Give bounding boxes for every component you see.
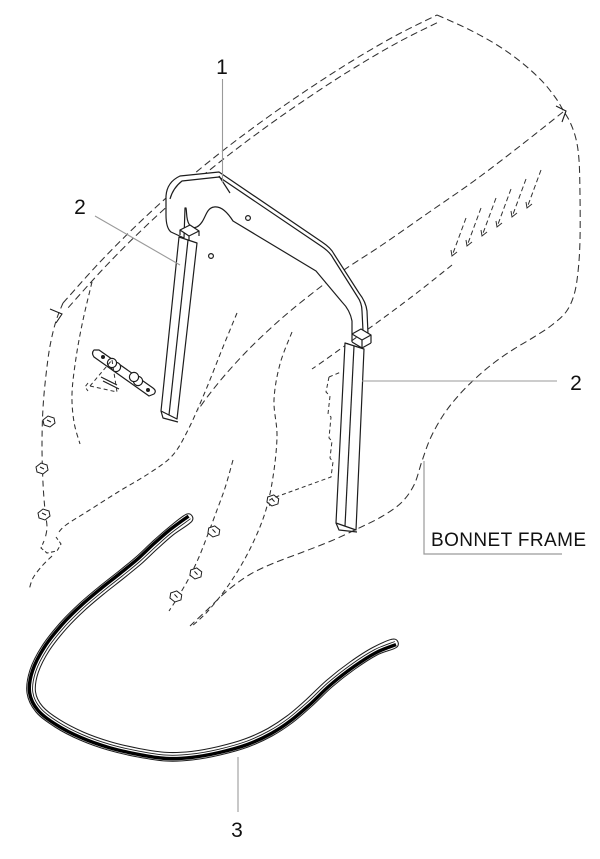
- bonnet-frame-assembly: [91, 171, 372, 533]
- seal-stripe: [27, 514, 397, 761]
- frame-right-post: [335, 328, 372, 533]
- bonnet-left-edge: [41, 302, 64, 540]
- clip-mark: [205, 523, 222, 540]
- bonnet-rear-edge: [190, 331, 293, 628]
- frame-top-member: [165, 171, 369, 335]
- right-post-foot: [335, 522, 358, 533]
- edge-clips: [35, 415, 281, 605]
- left-panel-triangle: [84, 359, 118, 393]
- clip-mark: [37, 508, 51, 521]
- left-post-edge: [168, 239, 189, 416]
- left-post-cap: [179, 224, 200, 241]
- seal-inner-line: [32, 518, 395, 756]
- callout-2-left-leader: [94, 215, 181, 266]
- callouts: 1 2 2 3 BONNET FRAME: [74, 56, 586, 842]
- vent-louver-arrow: [510, 210, 518, 218]
- vent-louver: [526, 169, 542, 209]
- title-leader: [423, 461, 562, 555]
- right-edge-tick: [555, 105, 567, 123]
- bonnet-left-foot: [40, 536, 62, 554]
- seal-band: [26, 513, 399, 762]
- callout-3-label: 3: [231, 819, 243, 842]
- diagram-title: BONNET FRAME: [431, 530, 586, 551]
- vent-louver: [466, 207, 482, 247]
- bonnet-lower-crease: [311, 264, 453, 370]
- frame-hole: [208, 253, 215, 260]
- bonnet-inner-curve: [57, 312, 238, 534]
- bracket-stay-lines: [100, 376, 120, 390]
- callout-1-label: 1: [216, 56, 228, 79]
- vent-louver-arrow: [480, 229, 488, 237]
- bonnet-right-profile: [189, 14, 581, 627]
- right-post-edge: [344, 345, 355, 527]
- seal-strip: [26, 513, 399, 762]
- callout-2-right-label: 2: [570, 372, 582, 395]
- bonnet-side-crease: [197, 111, 564, 411]
- vent-louver: [496, 188, 512, 228]
- vent-louver: [511, 178, 527, 218]
- left-edge-arrow: [49, 308, 63, 324]
- clip-mark: [187, 565, 204, 582]
- clip-mark: [42, 415, 56, 428]
- clip-mark: [35, 462, 49, 475]
- vent-louver-arrow: [495, 220, 503, 228]
- bonnet-rear-edge: [168, 459, 234, 612]
- frame-left-post: [160, 224, 200, 423]
- left-post-foot: [160, 410, 179, 423]
- frame-top-face-line: [169, 176, 364, 332]
- bonnet-left-edge-tail: [28, 555, 53, 591]
- edge-ticks: [49, 105, 567, 324]
- bracket-rivet: [146, 388, 151, 393]
- vent-louver-arrow: [450, 249, 458, 257]
- vent-louver: [451, 217, 467, 257]
- vent-louver-arrow: [525, 201, 533, 209]
- bonnet-inner-curve: [71, 281, 93, 445]
- callout-2-left-label: 2: [74, 196, 86, 219]
- bracket-rivet: [100, 355, 105, 360]
- vent-louver-arrow: [465, 239, 473, 247]
- vent-louvers: [450, 169, 542, 257]
- bonnet-ridge-line-inner: [67, 20, 441, 309]
- clip-mark: [167, 588, 184, 605]
- right-post-socket: [351, 328, 372, 349]
- frame-corner-tick: [218, 175, 231, 194]
- frame-hole: [245, 215, 252, 222]
- mounting-bracket: [91, 349, 156, 397]
- clip-mark: [264, 492, 281, 509]
- bonnet-ridge-line: [62, 14, 438, 304]
- bracket-boss: [128, 371, 140, 383]
- right-panel-triangle: [267, 371, 342, 507]
- vent-louver: [481, 197, 497, 237]
- panel-dashed-details: [84, 359, 342, 507]
